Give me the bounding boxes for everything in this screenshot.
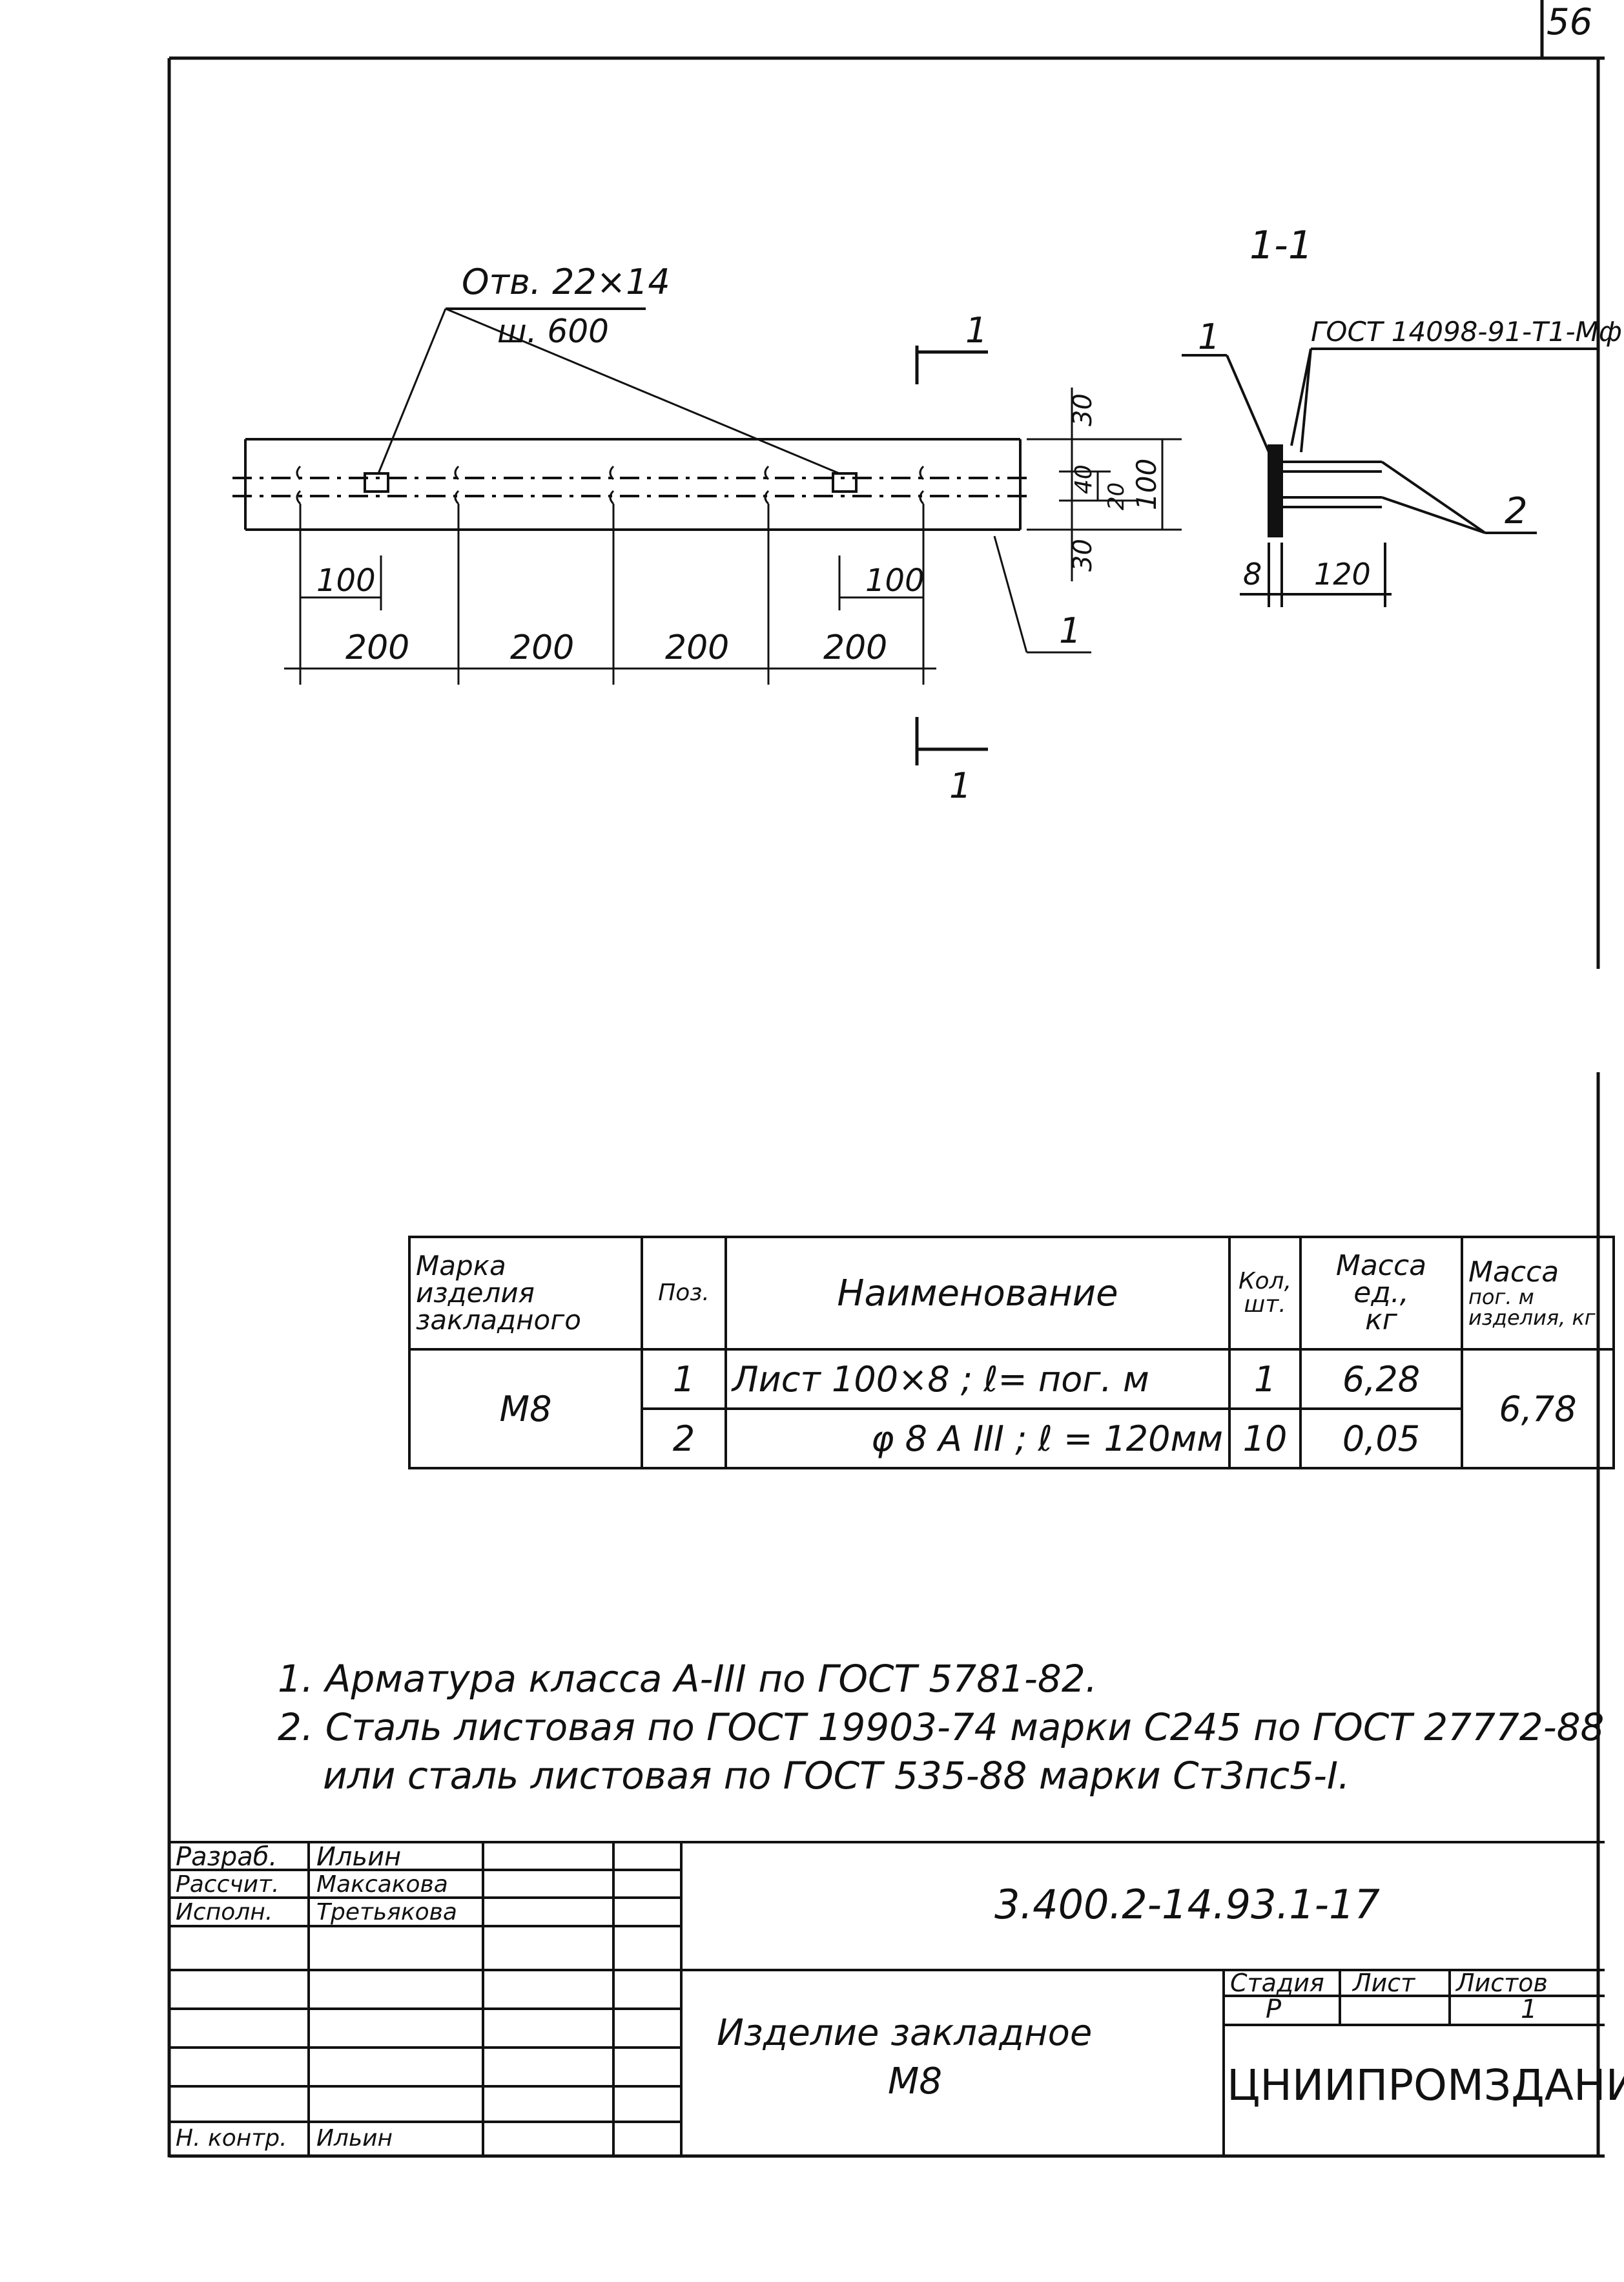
note-2: 2. Сталь листовая по ГОСТ 19903-74 марки… [278, 1705, 1605, 1749]
dimension-chains [284, 504, 936, 685]
name-developer: Ильин [316, 1842, 402, 1872]
section-cut-markers [915, 346, 988, 765]
opening-left [364, 472, 389, 493]
header-unit-mass-line2: ед., [1353, 1276, 1409, 1309]
opening-pitch: ш. 600 [497, 313, 609, 350]
opening-label: Отв. 22×14 [462, 262, 670, 302]
weld-callout: ГОСТ 14098-91-Т1-Мф [1311, 316, 1622, 347]
header-mark: Марка изделия закладного [408, 1236, 643, 1351]
name-cell-2: φ 8 A III ; ℓ = 120мм [725, 1407, 1231, 1469]
pos1-leader [993, 535, 1091, 654]
qty-cell-1: 1 [1228, 1348, 1302, 1410]
note-1: 1. Арматура класса A-III по ГОСТ 5781-82… [278, 1657, 1098, 1701]
spec-header-row: Марка изделия закладного Поз. Наименован… [408, 1236, 1615, 1351]
vertical-dimensions [1027, 388, 1182, 581]
spec-row-1: М8 1 Лист 100×8 ; ℓ= пог. м 1 6,28 6,78 [408, 1348, 1615, 1469]
dim-200-b: 200 [510, 628, 574, 667]
role-calculated: Рассчит. [176, 1871, 280, 1898]
header-unit-mass: Масса ед., кг [1299, 1236, 1463, 1351]
role-norm-control: Н. контр. [176, 2125, 287, 2152]
dim-8: 8 [1243, 557, 1262, 592]
mark-cell: М8 [408, 1348, 643, 1469]
drawing-title-mark: М8 [888, 2060, 942, 2102]
spec-row-2: 2 φ 8 A III ; ℓ = 120мм 10 0,05 [409, 1407, 1614, 1469]
name-calculated: Максакова [316, 1871, 448, 1898]
dim-120: 120 [1314, 557, 1371, 592]
dim-200-a: 200 [345, 628, 409, 667]
pos2-label-section: 2 [1505, 490, 1528, 532]
name-norm-control: Ильин [316, 2125, 393, 2152]
header-name: Наименование [725, 1236, 1231, 1351]
section-view [1182, 347, 1598, 607]
role-developer: Разраб. [176, 1842, 278, 1872]
header-mark-line2: изделия [416, 1277, 535, 1309]
header-mark-line1: Марка [416, 1250, 506, 1281]
header-mass-per-m: Масса пог. м изделия, кг [1461, 1236, 1615, 1351]
role-executor: Исполн. [176, 1899, 273, 1925]
header-unit-mass-line1: Масса [1335, 1249, 1427, 1282]
cut-mark-top: 1 [965, 310, 987, 351]
pos-cell-2: 2 [641, 1407, 727, 1469]
dim-40: 40 [1071, 464, 1097, 494]
stage-label: Стадия [1230, 1969, 1324, 1997]
name-executor: Третьякова [316, 1899, 457, 1925]
header-mass-per-m-line2: пог. м [1468, 1285, 1534, 1309]
cut-mark-bottom: 1 [949, 765, 971, 806]
mass-cell-1: 6,28 [1299, 1348, 1463, 1410]
dim-200-d: 200 [823, 628, 887, 667]
pos1-label-plan: 1 [1059, 610, 1081, 651]
dim-200-c: 200 [665, 628, 729, 667]
section-title: 1-1 [1249, 223, 1313, 268]
strip-plan-view [232, 307, 1033, 531]
header-qty-line1: Кол, [1238, 1268, 1292, 1294]
header-qty-line2: шт. [1244, 1291, 1286, 1318]
bar-markers [296, 465, 925, 505]
sheet-label: Лист [1353, 1969, 1415, 1997]
dim-30-top: 30 [1068, 393, 1098, 426]
header-unit-mass-line3: кг [1365, 1303, 1397, 1336]
qty-cell-2: 10 [1228, 1407, 1302, 1469]
sheets-value: 1 [1521, 1995, 1537, 2024]
header-mark-line3: закладного [416, 1304, 581, 1336]
page-number: 56 [1547, 1, 1593, 43]
total-mass-cell: 6,78 [1461, 1348, 1615, 1469]
header-qty: Кол, шт. [1228, 1236, 1302, 1351]
dim-100-height: 100 [1131, 459, 1162, 510]
header-mass-per-m-line1: Масса [1468, 1256, 1559, 1289]
specification-table: Марка изделия закладного Поз. Наименован… [408, 1236, 1615, 1469]
sheets-label: Листов [1456, 1969, 1548, 1997]
pos-cell-1: 1 [641, 1348, 727, 1410]
title-block-grid [169, 1841, 1605, 2156]
header-pos: Поз. [641, 1236, 727, 1351]
opening-right [832, 472, 858, 493]
organization-name: ЦНИИПРОМЗДАНИЙ [1227, 2060, 1624, 2110]
dim-20: 20 [1104, 482, 1129, 510]
dim-100-right: 100 [865, 563, 925, 599]
dim-30-bottom: 30 [1068, 539, 1098, 572]
drawing-code: 3.400.2-14.93.1-17 [994, 1881, 1380, 1928]
pos1-label-section: 1 [1198, 316, 1220, 357]
mass-cell-2: 0,05 [1299, 1407, 1463, 1469]
header-mass-per-m-line3: изделия, кг [1468, 1305, 1596, 1330]
dim-100-left: 100 [316, 563, 376, 599]
drawing-title: Изделие закладное [717, 2012, 1093, 2054]
note-3: или сталь листовая по ГОСТ 535-88 марки … [323, 1754, 1350, 1798]
name-cell-1: Лист 100×8 ; ℓ= пог. м [725, 1348, 1231, 1410]
stage-value: Р [1266, 1995, 1282, 2024]
